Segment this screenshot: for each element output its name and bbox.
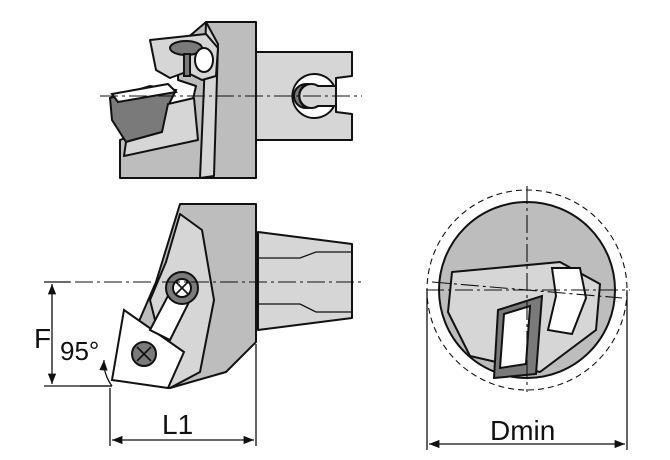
- dimension-l1: L1: [109, 344, 257, 446]
- dim-angle-label: 95°: [60, 336, 99, 366]
- dim-dmin-label: Dmin: [490, 415, 555, 446]
- top-shim: [123, 97, 199, 157]
- dimension-dmin: Dmin: [426, 292, 628, 450]
- dimension-angle: 95°: [60, 336, 113, 387]
- end-view-axis: [431, 281, 623, 299]
- top-insert-face: [110, 82, 179, 104]
- side-shank: [257, 231, 353, 331]
- dim-l1-label: L1: [162, 409, 193, 440]
- side-clamp-screw-slot: [175, 281, 189, 295]
- dim-f-label: F: [34, 323, 51, 354]
- top-clamp-hole: [194, 47, 214, 73]
- dim-angle-arc: [99, 359, 113, 387]
- side-view: [46, 203, 364, 390]
- side-shank-edge-top: [258, 251, 352, 259]
- top-clamp-pin: [183, 53, 191, 77]
- end-view: [426, 186, 630, 392]
- end-view-clamp: [546, 267, 588, 336]
- end-view-insert-face: [498, 304, 532, 370]
- dimension-f: F: [34, 281, 112, 387]
- top-view: [100, 21, 362, 179]
- side-shank-edge-bottom: [258, 303, 352, 313]
- top-shank-bore-inner: [293, 82, 310, 110]
- side-insert-screw-slot: [136, 346, 152, 362]
